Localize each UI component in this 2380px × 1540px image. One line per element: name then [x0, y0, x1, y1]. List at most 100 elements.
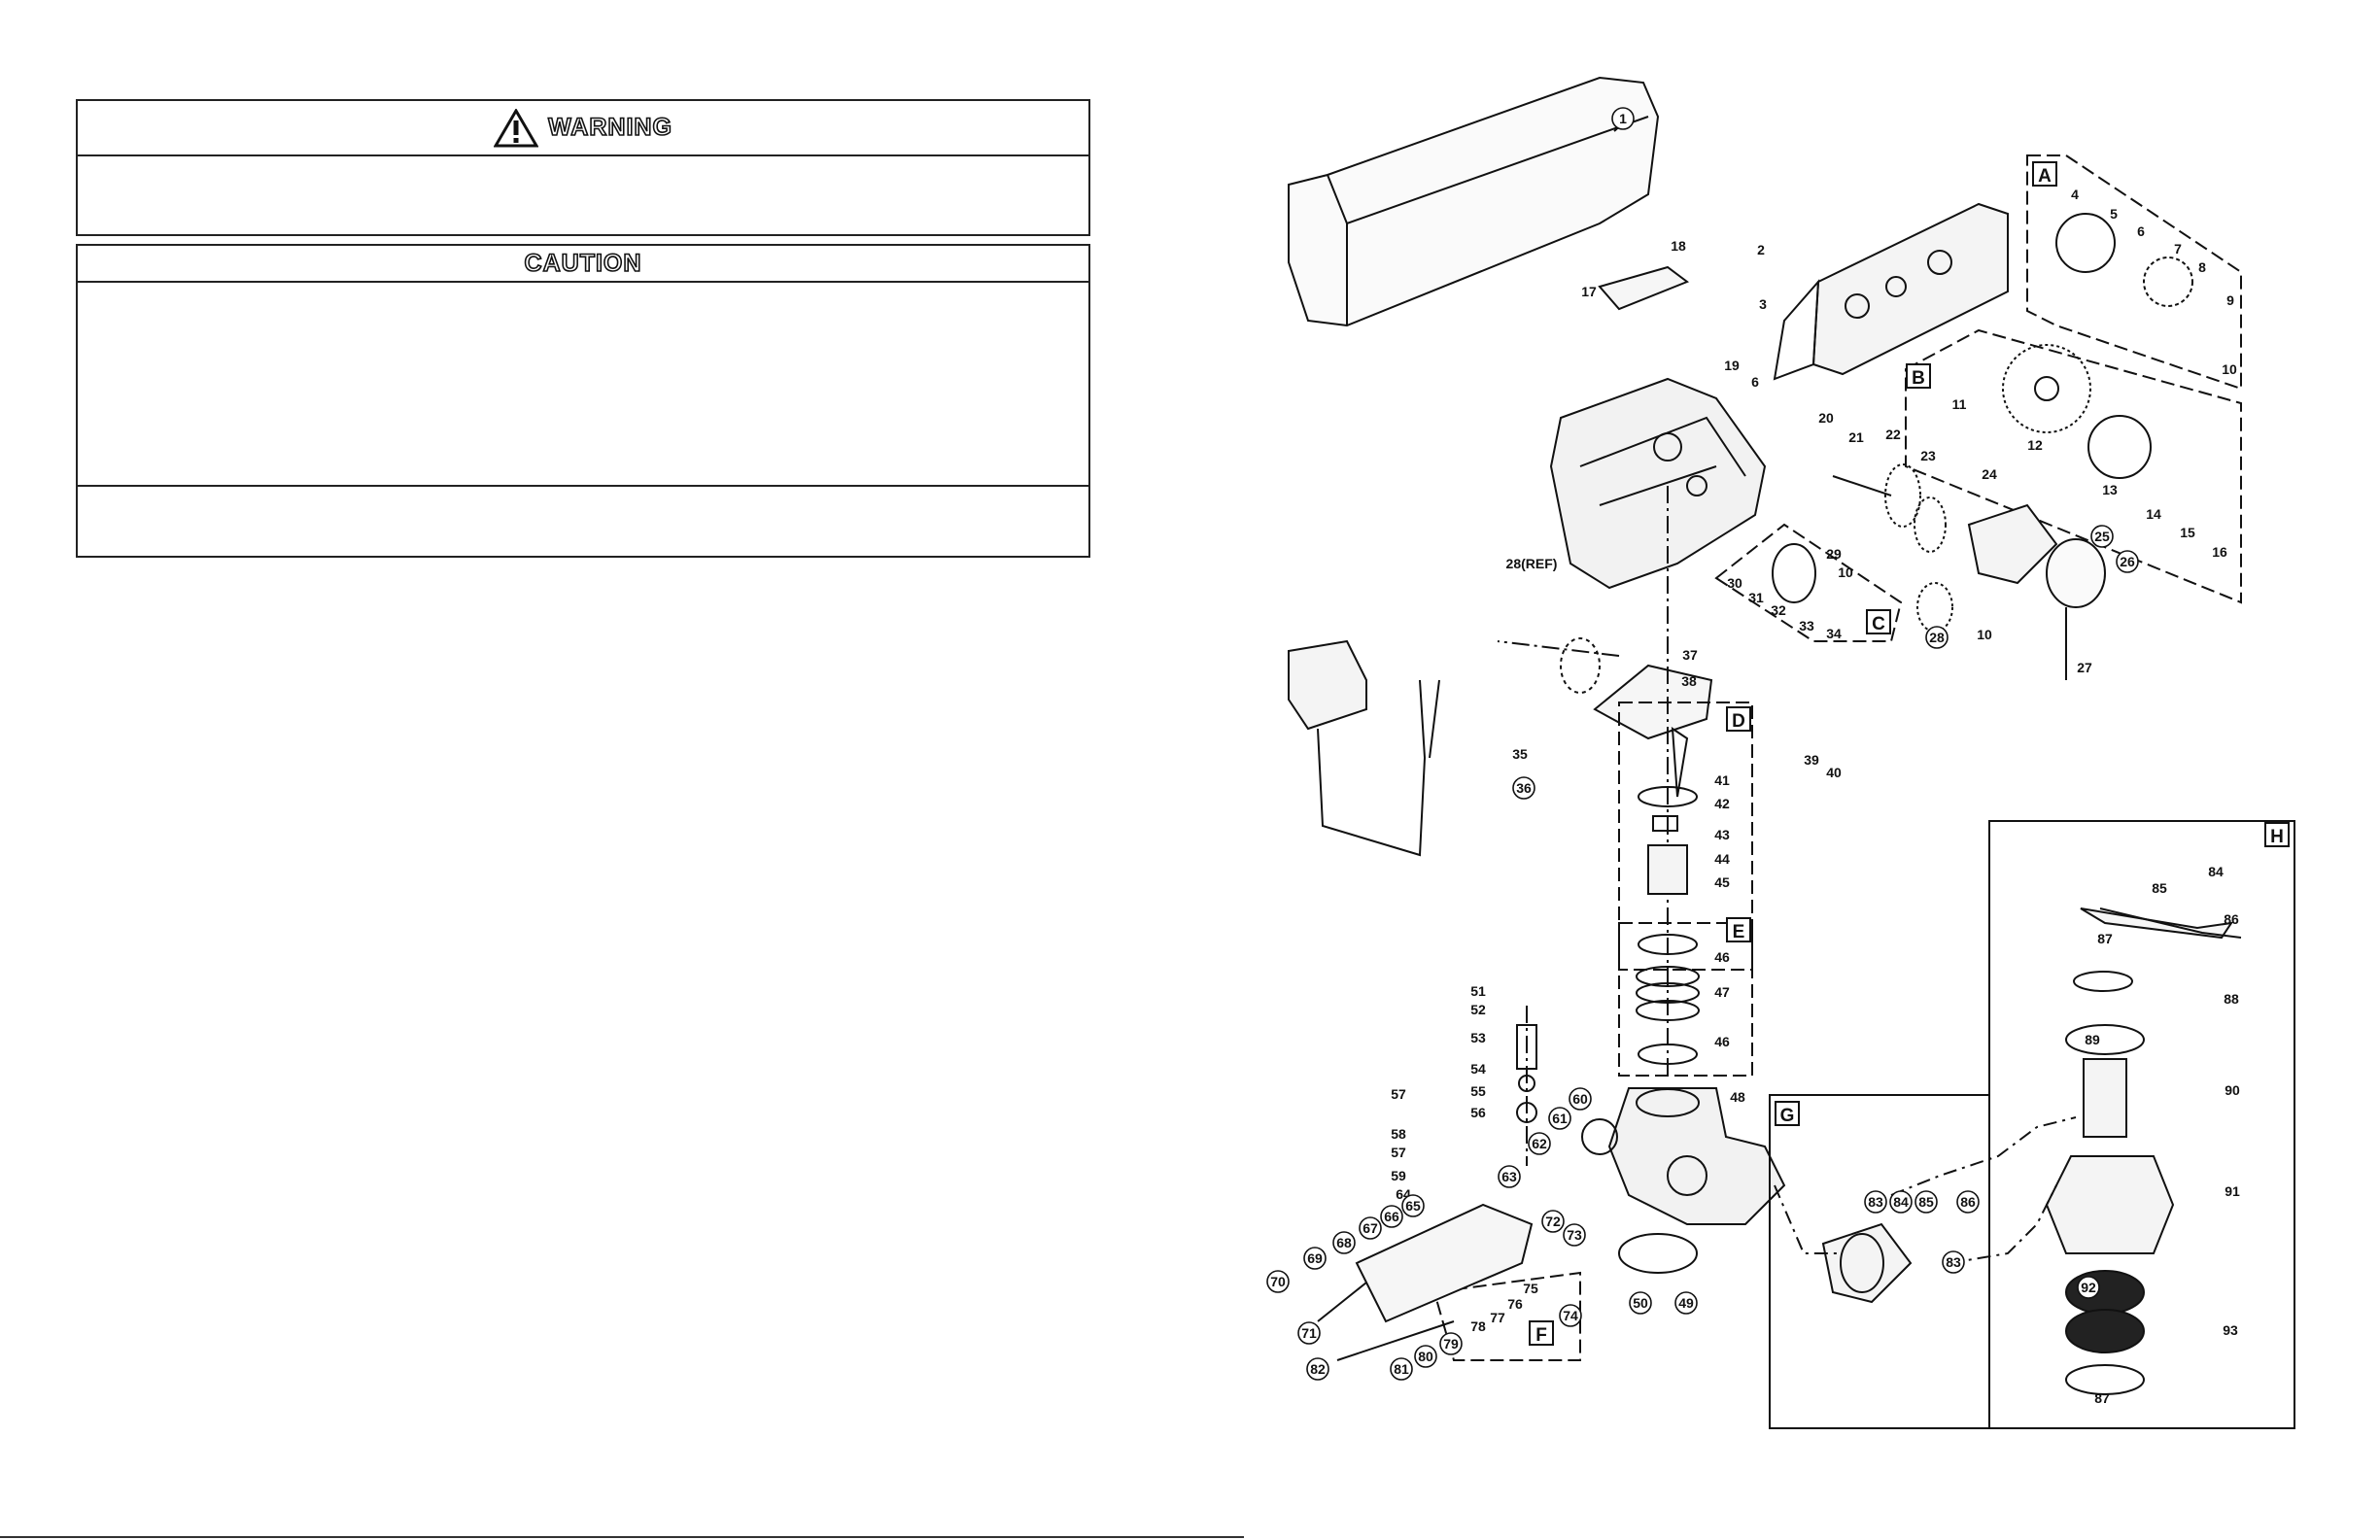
- valve-body: [1581, 1087, 1786, 1225]
- part-label-31: 31: [1748, 590, 1764, 605]
- part-label-28(REF): 28(REF): [1506, 556, 1558, 571]
- svg-text:33: 33: [1799, 618, 1814, 633]
- svg-text:7: 7: [2174, 241, 2182, 257]
- part-label-25: 25: [2090, 525, 2114, 548]
- part-label-80: 80: [1414, 1345, 1437, 1368]
- part-label-11: 11: [1952, 396, 1967, 412]
- svg-text:72: 72: [1545, 1214, 1561, 1229]
- part-label-30: 30: [1727, 575, 1742, 591]
- svg-text:37: 37: [1682, 647, 1698, 663]
- svg-text:49: 49: [1678, 1295, 1694, 1311]
- part-label-14: 14: [2146, 506, 2161, 522]
- part-label-45: 45: [1714, 874, 1730, 890]
- warning-triangle-icon: [494, 108, 539, 147]
- svg-text:10: 10: [1977, 627, 1992, 642]
- svg-text:76: 76: [1507, 1296, 1523, 1312]
- part-label-93: 93: [2223, 1322, 2238, 1338]
- part-label-4: 4: [2071, 187, 2079, 202]
- svg-text:63: 63: [1501, 1169, 1517, 1184]
- svg-text:81: 81: [1394, 1361, 1409, 1377]
- svg-text:65: 65: [1405, 1198, 1421, 1214]
- svg-text:41: 41: [1714, 772, 1730, 788]
- svg-text:24: 24: [1982, 466, 1997, 482]
- svg-text:2: 2: [1757, 242, 1765, 257]
- part-label-38: 38: [1681, 673, 1697, 689]
- part-label-20: 20: [1818, 410, 1834, 426]
- svg-text:31: 31: [1748, 590, 1764, 605]
- svg-text:46: 46: [1714, 949, 1730, 965]
- svg-text:68: 68: [1336, 1235, 1352, 1250]
- part-label-36: 36: [1512, 776, 1535, 800]
- section-b-box: [1905, 328, 2242, 604]
- part-label-41: 41: [1714, 772, 1730, 788]
- svg-text:89: 89: [2085, 1032, 2100, 1047]
- svg-text:4: 4: [2071, 187, 2079, 202]
- svg-text:43: 43: [1714, 827, 1730, 842]
- svg-text:92: 92: [2081, 1280, 2096, 1295]
- svg-text:74: 74: [1563, 1308, 1578, 1323]
- part-label-86: 86: [1956, 1190, 1980, 1214]
- svg-text:H: H: [2270, 827, 2284, 847]
- part-label-76: 76: [1507, 1296, 1523, 1312]
- part-label-77: 77: [1490, 1310, 1505, 1325]
- svg-text:61: 61: [1552, 1111, 1568, 1126]
- svg-text:69: 69: [1307, 1250, 1323, 1266]
- part-label-33: 33: [1799, 618, 1814, 633]
- part-label-79: 79: [1439, 1332, 1463, 1355]
- svg-text:57: 57: [1391, 1086, 1406, 1102]
- exploded-parts-diagram: 1234567891011121314151617181962021222324…: [1266, 76, 2295, 1429]
- svg-text:48: 48: [1730, 1089, 1745, 1105]
- section-label-F: F: [1529, 1320, 1554, 1346]
- part-label-71: 71: [1297, 1321, 1321, 1345]
- part-label-59: 59: [1391, 1168, 1406, 1183]
- svg-text:12: 12: [2027, 437, 2043, 453]
- part-label-50: 50: [1629, 1291, 1652, 1315]
- part-label-86: 86: [2224, 911, 2239, 927]
- svg-text:57: 57: [1391, 1145, 1406, 1160]
- part-label-91: 91: [2225, 1183, 2240, 1199]
- svg-text:70: 70: [1270, 1274, 1286, 1289]
- part-label-46: 46: [1714, 949, 1730, 965]
- part-label-6: 6: [2137, 223, 2145, 239]
- svg-text:34: 34: [1826, 626, 1842, 641]
- part-label-65: 65: [1401, 1194, 1425, 1217]
- part-label-87: 87: [2097, 931, 2113, 946]
- svg-text:28(REF): 28(REF): [1506, 556, 1558, 571]
- svg-text:86: 86: [1960, 1194, 1976, 1210]
- part-label-62: 62: [1528, 1132, 1551, 1155]
- part-label-26: 26: [2116, 550, 2139, 573]
- svg-text:44: 44: [1714, 851, 1730, 867]
- svg-text:15: 15: [2180, 525, 2195, 540]
- svg-text:77: 77: [1490, 1310, 1505, 1325]
- part-label-49: 49: [1674, 1291, 1698, 1315]
- warning-box: WARNING: [76, 99, 1090, 236]
- svg-text:80: 80: [1418, 1349, 1433, 1364]
- part-label-10: 10: [1838, 565, 1853, 580]
- mounting-plate: [1773, 202, 2009, 381]
- svg-text:75: 75: [1523, 1281, 1538, 1296]
- svg-text:87: 87: [2097, 931, 2113, 946]
- svg-text:36: 36: [1516, 780, 1532, 796]
- section-label-H: H: [2264, 822, 2290, 847]
- part-label-89: 89: [2085, 1032, 2100, 1047]
- svg-text:6: 6: [1751, 374, 1759, 390]
- svg-text:83: 83: [1868, 1194, 1883, 1210]
- svg-text:F: F: [1535, 1325, 1547, 1346]
- part-label-58: 58: [1391, 1126, 1406, 1142]
- svg-text:13: 13: [2102, 482, 2118, 497]
- svg-text:59: 59: [1391, 1168, 1406, 1183]
- part-label-63: 63: [1498, 1165, 1521, 1188]
- svg-text:6: 6: [2137, 223, 2145, 239]
- svg-text:53: 53: [1470, 1030, 1486, 1045]
- caution-title: CAUTION: [524, 249, 642, 278]
- svg-text:38: 38: [1681, 673, 1697, 689]
- part-label-72: 72: [1541, 1210, 1565, 1233]
- part-label-81: 81: [1390, 1357, 1413, 1381]
- svg-text:66: 66: [1384, 1209, 1399, 1224]
- svg-text:10: 10: [1838, 565, 1853, 580]
- caution-header: CAUTION: [78, 246, 1088, 283]
- part-label-23: 23: [1920, 448, 1936, 463]
- svg-text:60: 60: [1572, 1091, 1588, 1107]
